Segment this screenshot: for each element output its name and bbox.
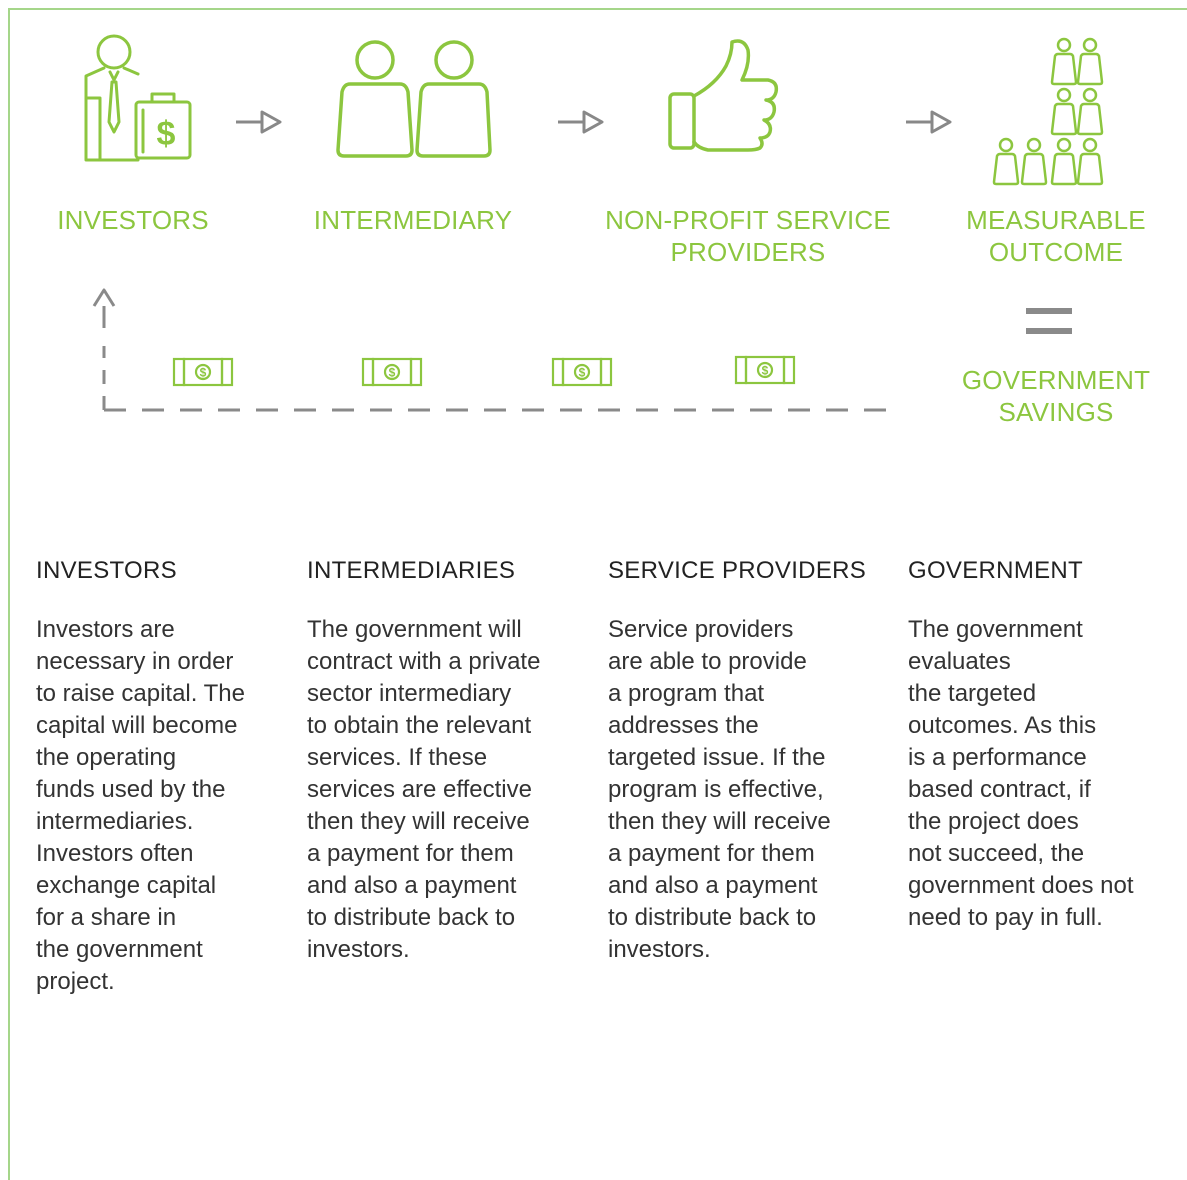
column-body: Service providers are able to provide a … [608, 616, 831, 963]
column-body: The government will contract with a priv… [307, 616, 541, 963]
column-body: The government evaluates the targeted ou… [908, 616, 1134, 931]
money-bill-icon: $ [734, 355, 796, 385]
stage-label-measurable-outcome: MEASURABLE OUTCOME [966, 205, 1146, 267]
column-heading: INTERMEDIARIES [307, 557, 516, 584]
stage-label-service-providers: NON-PROFIT SERVICE PROVIDERS [605, 205, 891, 267]
frame-top-border [8, 8, 1187, 10]
svg-text:$: $ [389, 366, 396, 380]
money-bill-icon: $ [361, 357, 423, 387]
intermediary-people-icon [336, 40, 492, 158]
column-heading: SERVICE PROVIDERS [608, 557, 867, 584]
money-bill-icon: $ [172, 357, 234, 387]
frame-left-border [8, 8, 10, 1180]
stage-label-investors: INVESTORS [57, 205, 209, 235]
column-intermediaries: INTERMEDIARIES The government will contr… [307, 556, 587, 966]
return-payment-path [92, 288, 892, 412]
equals-icon [1026, 308, 1072, 334]
stage-label-intermediary: INTERMEDIARY [313, 205, 513, 235]
svg-text:$: $ [762, 364, 769, 378]
government-savings-label: GOVERNMENT SAVINGS [961, 365, 1151, 427]
column-investors: INVESTORS Investors are necessary in ord… [36, 556, 286, 998]
arrow-right-icon [236, 110, 282, 134]
column-body: Investors are necessary in order to rais… [36, 616, 246, 995]
thumbs-up-icon [668, 39, 779, 152]
svg-text:$: $ [579, 366, 586, 380]
column-heading: INVESTORS [36, 557, 177, 584]
column-government: GOVERNMENT The government evaluates the … [908, 556, 1178, 934]
money-bill-icon: $ [551, 357, 613, 387]
arrow-right-icon [906, 110, 952, 134]
column-service-providers: SERVICE PROVIDERS Service providers are … [608, 556, 878, 966]
column-heading: GOVERNMENT [908, 557, 1084, 584]
svg-text:$: $ [157, 115, 176, 153]
investor-icon: $ [84, 34, 192, 162]
arrow-right-icon [558, 110, 604, 134]
svg-text:$: $ [200, 366, 207, 380]
